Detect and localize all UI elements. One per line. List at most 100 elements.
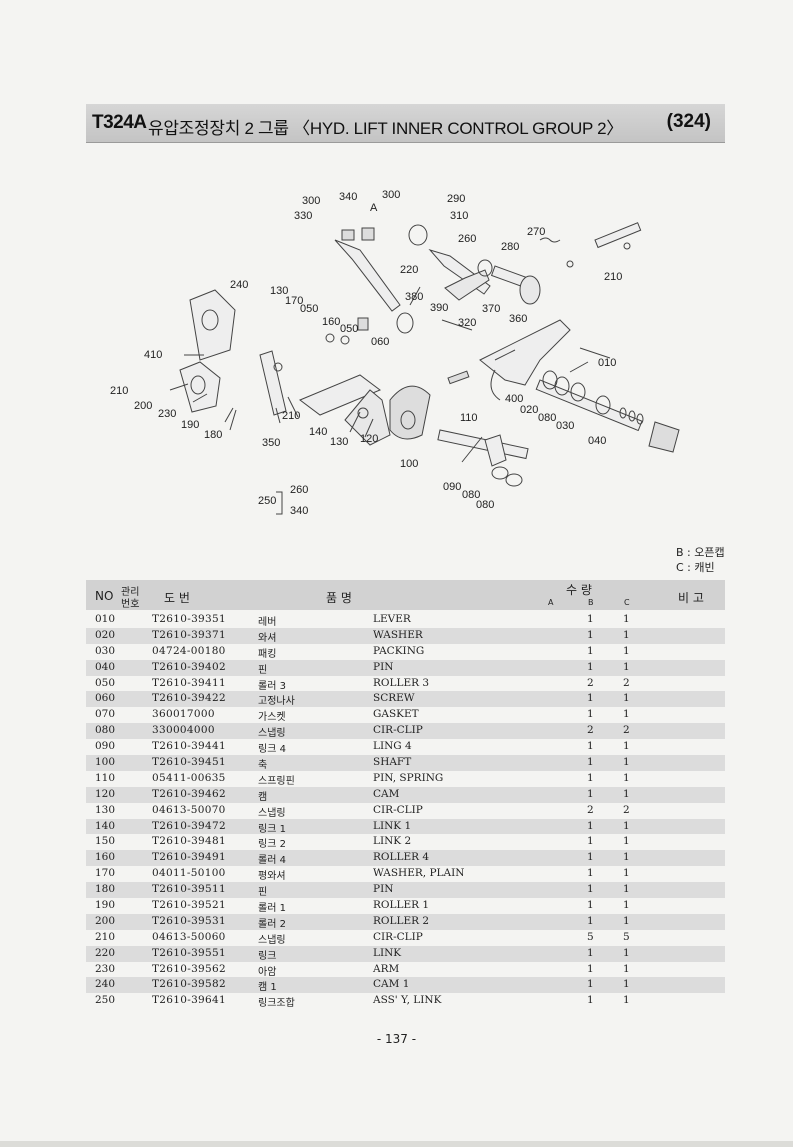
svg-text:300: 300: [302, 195, 320, 207]
qty-b: 1: [587, 962, 594, 975]
english-name: LINK 2: [373, 835, 412, 848]
english-name: WASHER: [373, 628, 423, 641]
col-qty: 수 량: [566, 583, 592, 597]
qty-c: 1: [623, 867, 630, 880]
qty-c: 1: [623, 613, 630, 625]
svg-text:130: 130: [270, 285, 288, 297]
english-name: GASKET: [373, 708, 419, 721]
qty-b: 1: [587, 771, 594, 784]
korean-name: 롤러 2: [258, 918, 286, 930]
english-name: CAM 1: [373, 978, 410, 991]
english-name: LINK: [373, 946, 402, 959]
korean-name: 고정나사: [258, 696, 295, 708]
qty-c: 1: [623, 644, 630, 657]
korean-name: 링크: [258, 950, 277, 962]
svg-text:340: 340: [290, 505, 308, 517]
part-number: T2610-39411: [152, 676, 226, 689]
svg-text:210: 210: [604, 271, 622, 283]
english-name: SHAFT: [373, 756, 412, 769]
qty-b: 1: [587, 756, 594, 769]
english-name: ASS' Y, LINK: [373, 994, 442, 1007]
part-number: T2610-39472: [152, 819, 226, 832]
qty-b: 1: [587, 835, 594, 848]
english-name: CIR-CLIP: [373, 724, 423, 737]
korean-name: 롤러 4: [258, 855, 286, 867]
col-mgmt-bottom: 번호: [121, 599, 140, 610]
svg-text:210: 210: [282, 410, 300, 422]
svg-text:060: 060: [371, 336, 389, 348]
part-number: T2610-39582: [152, 978, 226, 991]
english-name: CIR-CLIP: [373, 803, 423, 816]
korean-name: 스프링핀: [258, 775, 295, 787]
part-number: 04613-50070: [152, 803, 226, 816]
svg-text:210: 210: [110, 385, 128, 397]
qty-c: 1: [623, 787, 630, 800]
korean-name: 링크조합: [258, 998, 295, 1010]
col-no: NO: [95, 589, 114, 603]
svg-text:380: 380: [405, 291, 423, 303]
part-number: T2610-39562: [152, 962, 226, 975]
qty-c: 1: [623, 740, 630, 753]
korean-name: 스냅링: [258, 728, 286, 740]
col-remarks: 비 고: [678, 591, 704, 605]
col-mgmt-top: 관리: [121, 587, 140, 598]
section-title: 유압조정장치 2 그룹 〈HYD. LIFT INNER CONTROL GRO…: [148, 119, 623, 138]
col-name: 품 명: [326, 591, 352, 605]
svg-text:090: 090: [443, 481, 461, 493]
legend-b: B : 오픈캡: [676, 546, 725, 559]
svg-text:030: 030: [556, 420, 574, 432]
qty-c: 1: [623, 708, 630, 721]
svg-text:080: 080: [538, 412, 556, 424]
svg-text:230: 230: [158, 408, 176, 420]
item-no: 250: [95, 994, 116, 1007]
item-no: 020: [95, 628, 116, 641]
svg-text:050: 050: [340, 323, 358, 335]
part-number: T2610-39491: [152, 851, 226, 864]
svg-text:180: 180: [204, 429, 222, 441]
section-header: T324A 유압조정장치 2 그룹 〈HYD. LIFT INNER CONTR…: [86, 104, 725, 143]
qty-b: 1: [587, 867, 594, 880]
svg-text:220: 220: [400, 264, 418, 276]
qty-b: 1: [587, 978, 594, 991]
english-name: ROLLER 1: [373, 899, 430, 912]
english-name: CAM: [373, 787, 400, 800]
col-a: A: [548, 598, 554, 607]
col-part-no: 도 번: [164, 591, 190, 605]
english-name: LINK 1: [373, 819, 412, 832]
item-no: 150: [95, 835, 116, 848]
item-no: 170: [95, 867, 116, 880]
svg-text:080: 080: [462, 489, 480, 501]
svg-text:040: 040: [588, 435, 606, 447]
svg-text:130: 130: [330, 436, 348, 448]
item-no: 050: [95, 676, 116, 689]
part-number: T2610-39551: [152, 946, 226, 959]
svg-text:270: 270: [527, 226, 545, 238]
english-name: ROLLER 4: [373, 851, 430, 864]
item-no: 140: [95, 819, 116, 832]
svg-text:140: 140: [309, 426, 327, 438]
item-no: 130: [95, 803, 116, 816]
svg-text:200: 200: [134, 400, 152, 412]
korean-name: 평와셔: [258, 871, 286, 883]
part-number: T2610-39371: [152, 628, 226, 641]
qty-c: 2: [623, 803, 630, 816]
svg-text:080: 080: [476, 499, 494, 511]
svg-text:020: 020: [520, 404, 538, 416]
qty-c: 1: [623, 851, 630, 864]
english-name: ROLLER 2: [373, 914, 430, 927]
item-no: 030: [95, 644, 116, 657]
svg-text:360: 360: [509, 313, 527, 325]
qty-b: 1: [587, 692, 594, 705]
korean-name: 아암: [258, 966, 277, 978]
